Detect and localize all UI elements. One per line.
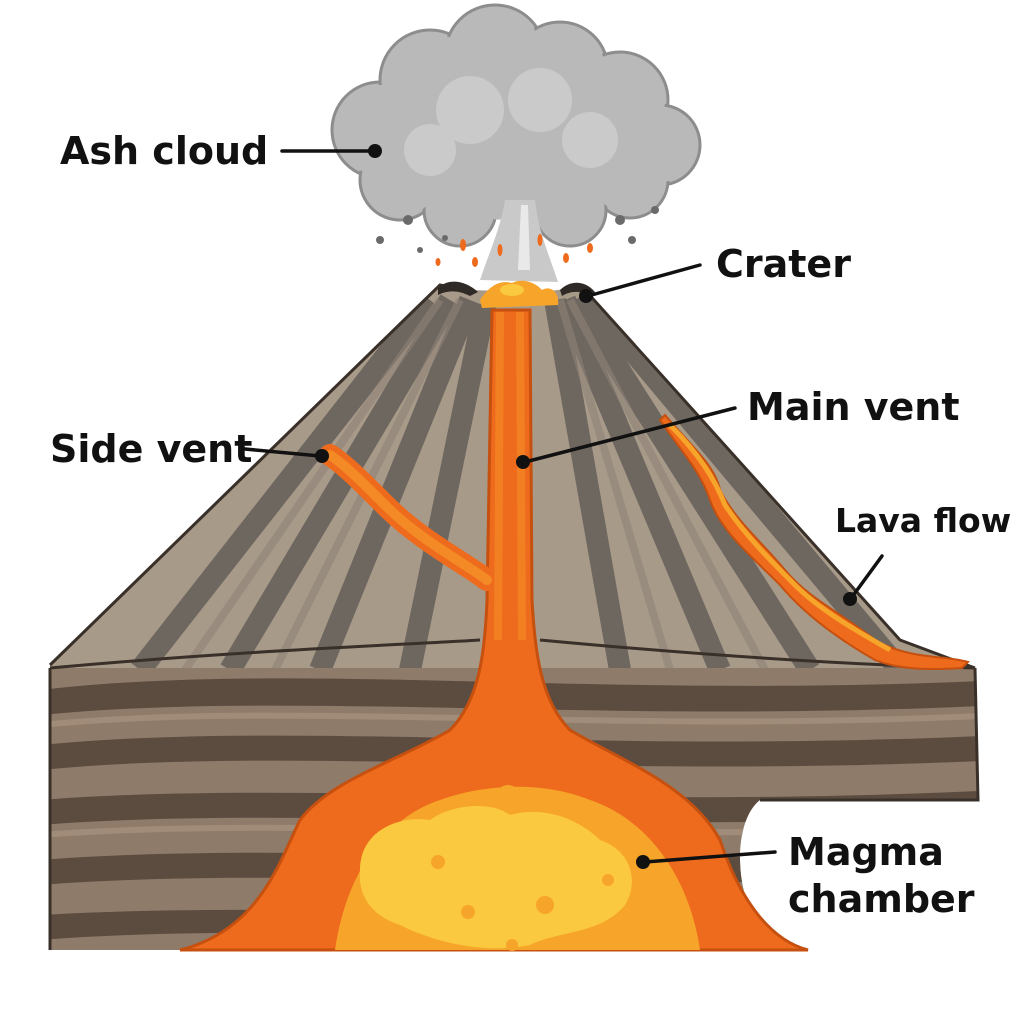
ash-cloud-label: Ash cloud <box>60 129 268 173</box>
main-vent-label: Main vent <box>747 385 960 429</box>
crater-leader <box>586 263 702 298</box>
magma-system <box>179 308 809 952</box>
lava-fountain <box>480 280 559 308</box>
magma-chamber-label-line2: chamber <box>788 877 975 921</box>
magma-chamber-label-line1: Magma <box>788 830 944 874</box>
lava-flow <box>658 413 970 671</box>
lava-flow-label: Lava flow <box>835 501 1011 540</box>
side-vent-leader <box>243 447 322 458</box>
main-vent-leader <box>523 406 737 464</box>
crater-label: Crater <box>716 242 851 286</box>
lava-flow-leader <box>850 554 884 599</box>
magma-chamber-leader <box>643 850 777 864</box>
side-vent-label: Side vent <box>50 427 252 471</box>
ash-cloud <box>330 3 702 282</box>
leader-lines <box>243 144 884 869</box>
